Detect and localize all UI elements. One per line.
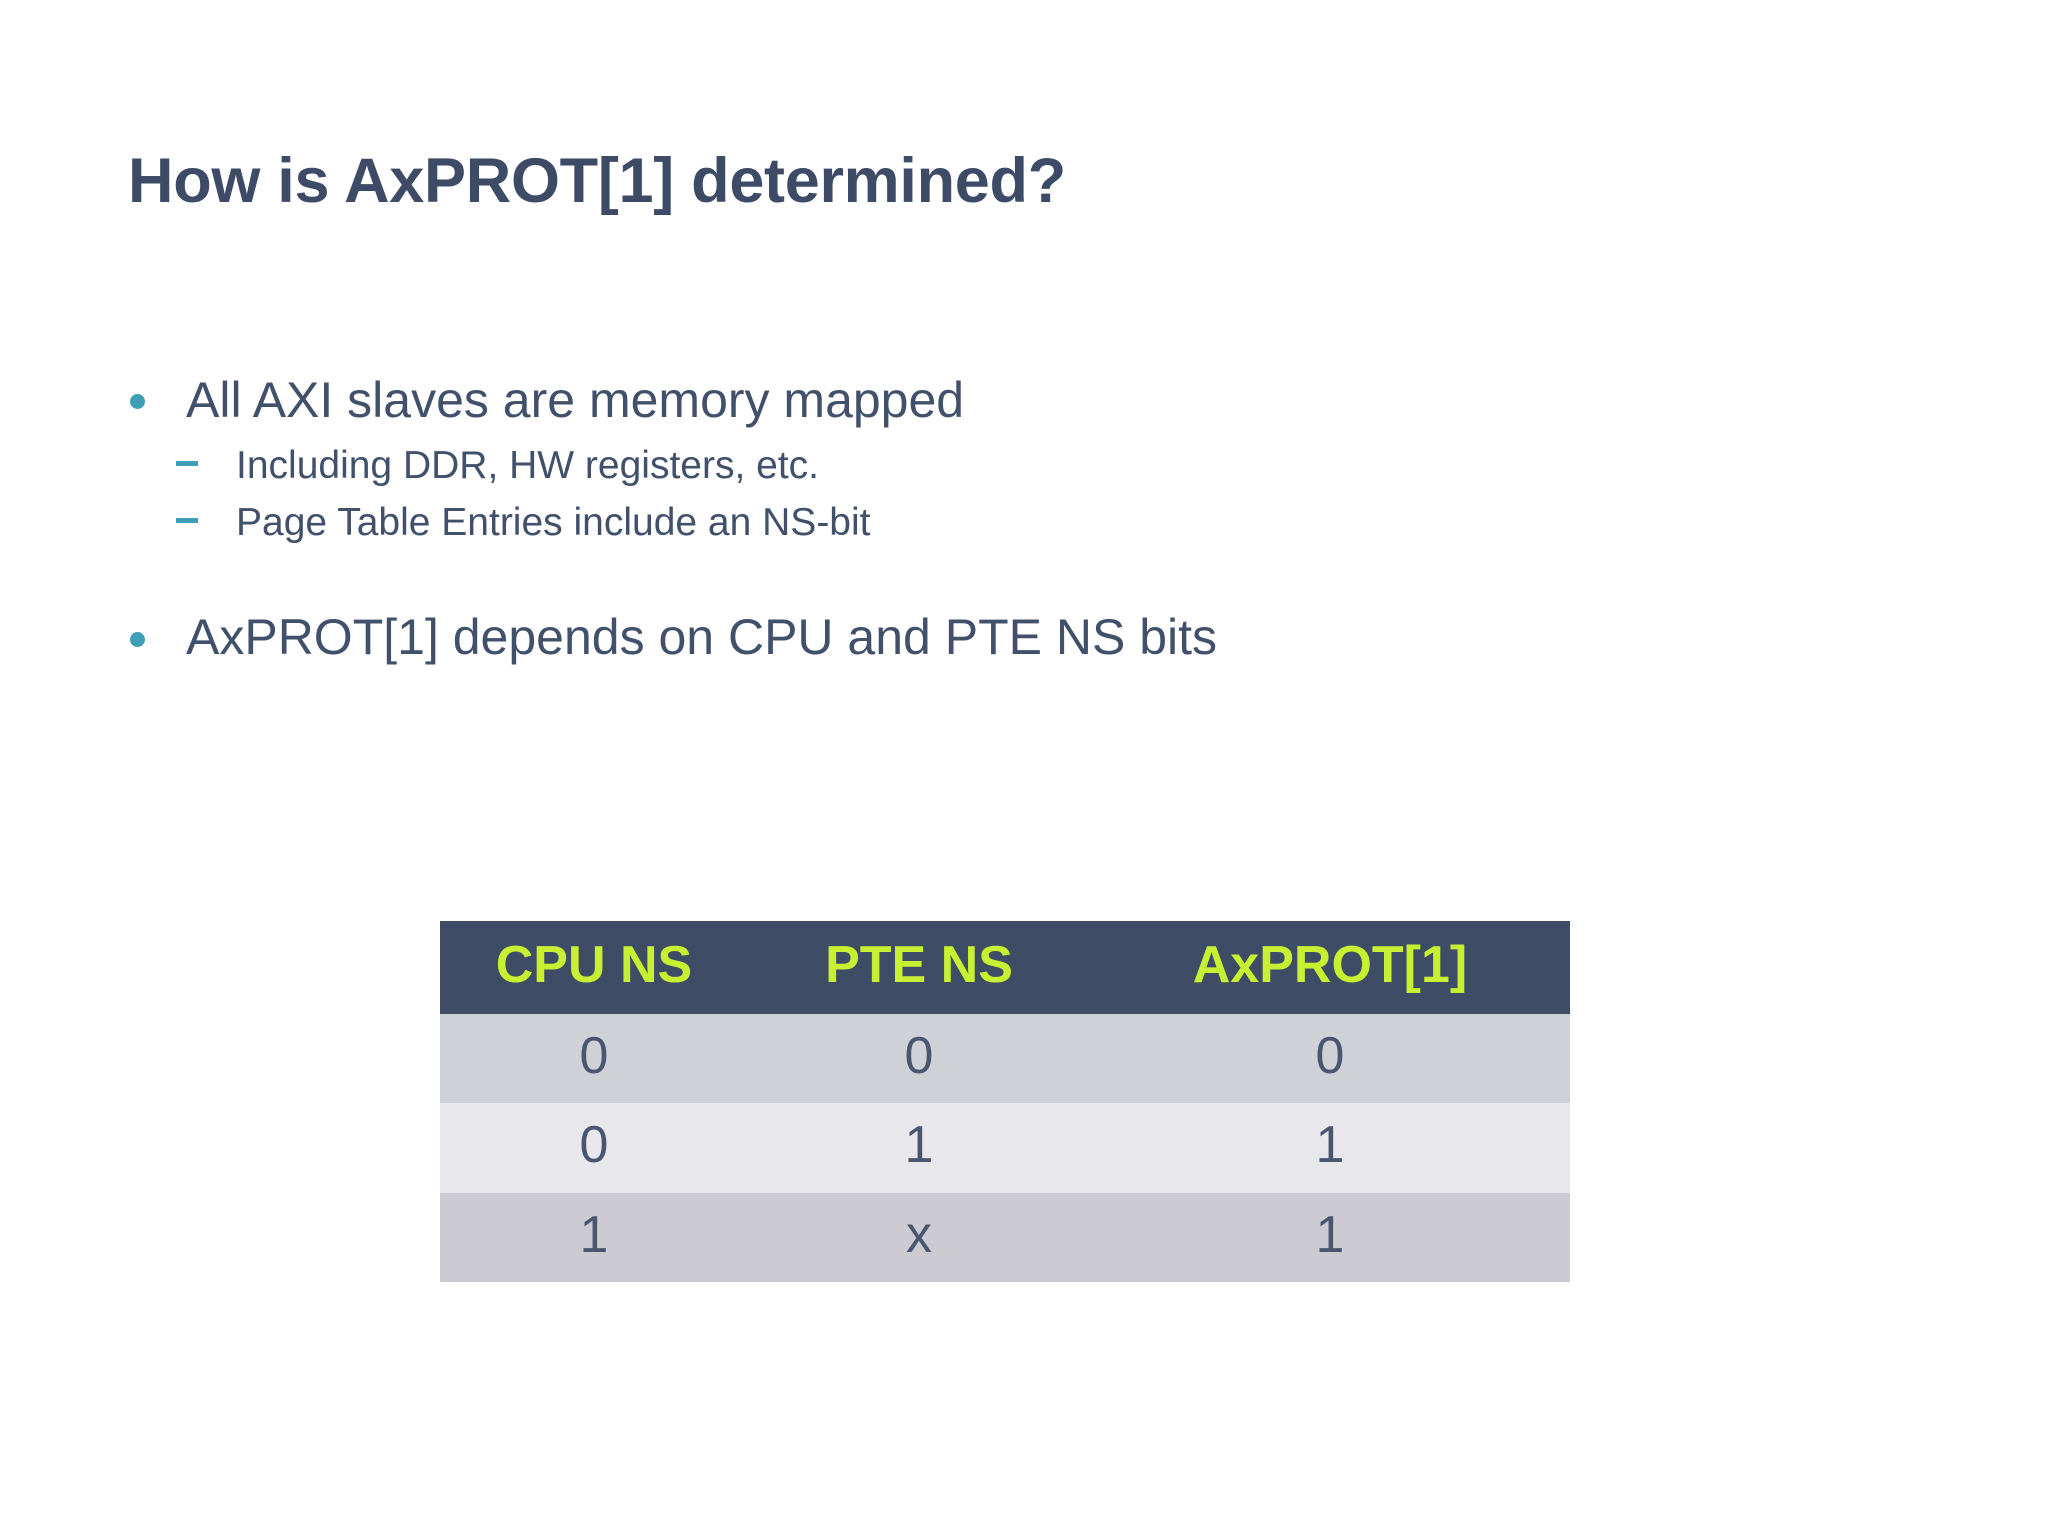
bullet-item-1-sublist: Including DDR, HW registers, etc. Page T… bbox=[128, 440, 1888, 549]
cell-cpu-ns: 0 bbox=[440, 1014, 748, 1104]
bullet-item-2-label: AxPROT[1] depends on CPU and PTE NS bits bbox=[186, 609, 1218, 666]
cell-cpu-ns: 1 bbox=[440, 1192, 748, 1282]
bullet-item-1-label: All AXI slaves are memory mapped bbox=[186, 372, 965, 428]
column-header-pte-ns: PTE NS bbox=[748, 921, 1090, 1015]
table-row: 0 0 0 bbox=[440, 1014, 1570, 1104]
bullet-dot-icon bbox=[128, 615, 186, 657]
column-header-cpu-ns: CPU NS bbox=[440, 921, 748, 1015]
column-header-axprot1: AxPROT[1] bbox=[1090, 921, 1570, 1015]
sub-bullet-item-1-label: Including DDR, HW registers, etc. bbox=[236, 444, 820, 487]
bullet-spacer bbox=[128, 553, 1888, 605]
axprot-truth-table: CPU NS PTE NS AxPROT[1] 0 0 0 0 1 1 1 x … bbox=[440, 921, 1570, 1282]
table-row: 1 x 1 bbox=[440, 1192, 1570, 1282]
cell-axprot1: 1 bbox=[1090, 1103, 1570, 1193]
cell-cpu-ns: 0 bbox=[440, 1103, 748, 1193]
cell-axprot1: 0 bbox=[1090, 1014, 1570, 1104]
table-header-row: CPU NS PTE NS AxPROT[1] bbox=[440, 921, 1570, 1015]
bullet-item-1: All AXI slaves are memory mapped bbox=[128, 368, 1888, 432]
bullet-item-2: AxPROT[1] depends on CPU and PTE NS bits bbox=[128, 605, 1888, 669]
sub-bullet-item-2: Page Table Entries include an NS-bit bbox=[128, 497, 1888, 550]
cell-pte-ns: x bbox=[748, 1192, 1090, 1282]
dash-icon bbox=[176, 461, 236, 483]
cell-axprot1: 1 bbox=[1090, 1192, 1570, 1282]
cell-pte-ns: 0 bbox=[748, 1014, 1090, 1104]
bullet-dot-icon bbox=[128, 378, 186, 420]
sub-bullet-item-1: Including DDR, HW registers, etc. bbox=[128, 440, 1888, 493]
slide-body: All AXI slaves are memory mapped Includi… bbox=[128, 368, 1888, 675]
cell-pte-ns: 1 bbox=[748, 1103, 1090, 1193]
dash-icon bbox=[176, 517, 236, 540]
table-row: 0 1 1 bbox=[440, 1103, 1570, 1193]
sub-bullet-item-2-label: Page Table Entries include an NS-bit bbox=[236, 500, 871, 544]
page-title: How is AxPROT[1] determined? bbox=[128, 146, 1066, 217]
